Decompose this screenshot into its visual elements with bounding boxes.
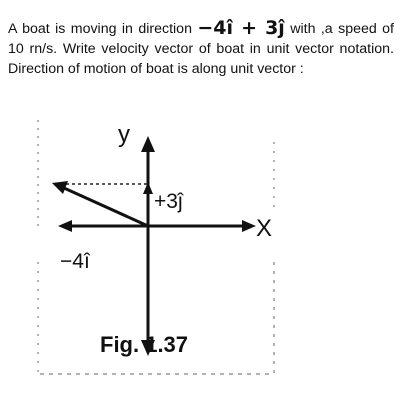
component-x-label: −4î xyxy=(60,250,91,273)
j-component-arrow xyxy=(143,182,153,194)
component-y-label: +3ĵ xyxy=(154,190,184,213)
y-axis-label: y xyxy=(118,121,130,148)
vector-expression: −4î + 3ĵ xyxy=(197,17,285,39)
x-axis xyxy=(58,220,256,232)
figure-caption: Fig. 1.37 xyxy=(100,332,188,357)
question-text: A boat is moving in direction −4î + 3ĵ w… xyxy=(8,18,394,79)
vector-figure: y X +3ĵ −4î Fig. 1.37 xyxy=(28,112,288,402)
scan-frame xyxy=(37,120,275,375)
y-axis xyxy=(141,136,155,356)
vector-diagram: y X +3ĵ −4î Fig. 1.37 xyxy=(37,120,275,375)
x-axis-label: X xyxy=(256,215,272,242)
question-text-end: with ,a speed of 10 rn/s. Write velocity… xyxy=(8,21,394,77)
velocity-vector-arrow xyxy=(52,181,149,228)
question-text-start: A boat is moving in direction xyxy=(8,21,198,37)
